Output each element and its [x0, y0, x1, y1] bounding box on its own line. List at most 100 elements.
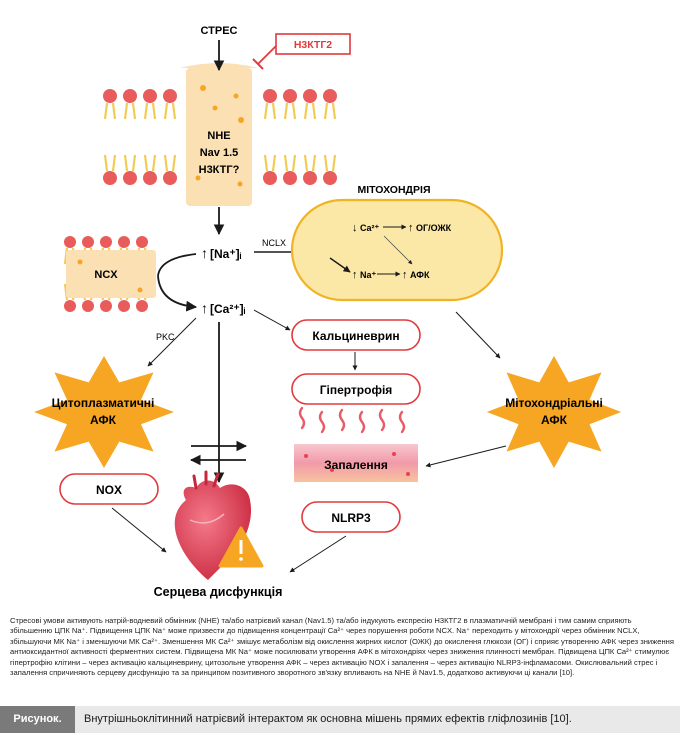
lipid-tail: [323, 154, 337, 172]
lipid-head: [64, 236, 76, 248]
nox-to-heart-arrow: [111, 507, 167, 553]
figure-tag: Рисунок.: [0, 706, 75, 733]
nlrp3-box: [301, 501, 401, 533]
up-arrow-icon: ↑: [352, 269, 358, 281]
lipid-head: [82, 236, 94, 248]
starburst-icon: [34, 356, 174, 468]
lipid-head: [303, 89, 317, 103]
hypertrophy-box: [291, 373, 421, 405]
channel-label-nhe: NHE: [207, 130, 230, 142]
ncx-protein: [66, 250, 156, 298]
starburst-icon: [486, 356, 622, 468]
ca-to-calcineurin-arrow: [253, 309, 291, 331]
channel-protein: [186, 68, 252, 206]
ncx-membrane: [63, 236, 156, 312]
lipid-head: [100, 300, 112, 312]
lipid-head: [123, 171, 137, 185]
lipid-head: [143, 89, 157, 103]
lipid-head: [103, 171, 117, 185]
lipid-tail: [103, 154, 117, 172]
mito-na: Na⁺: [360, 270, 377, 280]
nlrp3-label: NLRP3: [331, 511, 371, 525]
lipid-tail: [163, 102, 177, 120]
lipid-head: [103, 89, 117, 103]
lipid-head: [82, 300, 94, 312]
mito-afk-line1: Мітохондріальні: [505, 396, 603, 410]
diagram: NHE Nav 1.5 Н3КТГ? СТРЕС Н3КТГ2 NCX ↑ [N…: [34, 25, 622, 599]
lipid-tail: [303, 154, 317, 172]
lipid-tail: [323, 102, 337, 120]
hypertrophy-label: Гіпертрофія: [320, 383, 393, 397]
up-arrow-icon: ↑: [201, 245, 208, 261]
lipid-head: [64, 300, 76, 312]
ca-intracellular: [Ca²⁺]ᵢ: [210, 302, 246, 316]
lipid-tail: [283, 102, 297, 120]
lipid-head: [283, 171, 297, 185]
lipid-head: [143, 171, 157, 185]
inhibition-icon: [257, 45, 277, 65]
ncx-to-ca-arrow: [157, 275, 198, 312]
down-arrow-icon: ↓: [352, 222, 358, 234]
lipid-head: [263, 89, 277, 103]
cyto-afk-line2: АФК: [90, 413, 117, 427]
lipid-tail: [163, 154, 177, 172]
wavy-lines-icon: [298, 406, 406, 434]
nlrp3-to-heart-arrow: [289, 535, 347, 573]
mito-afk-line2: АФК: [541, 413, 568, 427]
inhibitor-box: [275, 33, 351, 55]
pkc-label: PKC: [156, 332, 175, 342]
nclx-label: NCLX: [262, 238, 286, 248]
lipid-tail: [123, 102, 137, 120]
stress-label: СТРЕС: [200, 25, 237, 37]
up-arrow-icon: ↑: [201, 300, 208, 316]
mito-afk-to-inflammation-arrow: [425, 445, 507, 468]
lipid-tail: [303, 102, 317, 120]
calcineurin-label: Кальциневрин: [312, 329, 399, 343]
lipid-tail: [283, 154, 297, 172]
figure-footer: Рисунок. Внутрішньоклітинний натрієвий і…: [0, 706, 680, 733]
mito-og: ОГ/ОЖК: [416, 223, 452, 233]
ca-to-cyto-afk-arrow: [147, 317, 197, 367]
inflammation-label: Запалення: [324, 458, 388, 472]
inhibitor-label: Н3КТГ2: [294, 39, 332, 51]
lipid-head: [163, 171, 177, 185]
mito-ca: Ca²⁺: [360, 223, 380, 233]
nox-box: [59, 473, 159, 505]
lipid-head: [100, 236, 112, 248]
warning-icon: [218, 526, 264, 568]
figure-caption: Стресові умови активують натрій-водневий…: [10, 616, 674, 678]
na-intracellular: [Na⁺]ᵢ: [210, 247, 242, 261]
lipid-head: [136, 236, 148, 248]
lipid-head: [323, 89, 337, 103]
lipid-head: [323, 171, 337, 185]
lipid-tail: [263, 102, 277, 120]
top-membrane: [103, 63, 337, 206]
ncx-label: NCX: [94, 269, 118, 281]
figure-title: Внутрішньоклітинний натрієвий інтерактом…: [84, 713, 572, 725]
lipid-head: [118, 300, 130, 312]
lipid-tail: [263, 154, 277, 172]
lipid-tail: [103, 102, 117, 120]
na-to-ncx-arrow: [157, 253, 197, 277]
up-arrow-icon: ↑: [402, 269, 408, 281]
lipid-head: [123, 89, 137, 103]
calcineurin-box: [291, 319, 421, 351]
lipid-head: [163, 89, 177, 103]
cardiac-dysfunction-label: Серцева дисфункція: [154, 585, 283, 599]
lipid-head: [303, 171, 317, 185]
lipid-tail: [123, 154, 137, 172]
lipid-tail: [143, 154, 157, 172]
lipid-tail: [143, 102, 157, 120]
inflammation-band: [294, 444, 418, 482]
lipid-head: [118, 236, 130, 248]
mitochondria-title: МІТОХОНДРІЯ: [357, 184, 430, 196]
lipid-head: [283, 89, 297, 103]
lipid-head: [136, 300, 148, 312]
up-arrow-icon: ↑: [408, 222, 414, 234]
cyto-afk-line1: Цитоплазматичні: [52, 396, 155, 410]
mitochondria: [290, 198, 504, 302]
lipid-head: [263, 171, 277, 185]
channel-label-nav: Nav 1.5: [200, 147, 239, 159]
channel-label-n3ktg: Н3КТГ?: [199, 164, 240, 176]
mito-to-afk-arrow: [455, 311, 501, 359]
